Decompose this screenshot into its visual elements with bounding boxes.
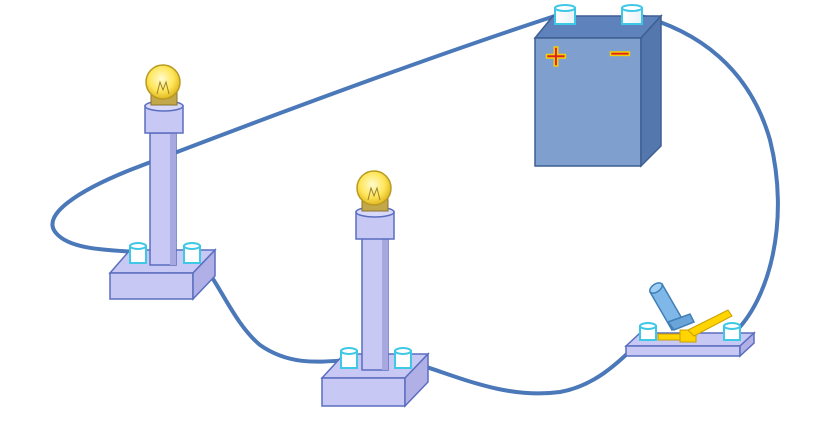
battery xyxy=(533,14,663,168)
bulb-holder-1 xyxy=(108,100,217,301)
battery-minus-symbol: − xyxy=(607,36,632,71)
battery-front xyxy=(534,37,642,167)
battery-positive-terminal xyxy=(554,4,576,25)
bulb1-glass xyxy=(145,64,181,100)
bulb-1 xyxy=(145,64,181,106)
holder1-base-side xyxy=(192,248,216,301)
battery-plus-symbol: + xyxy=(543,39,568,74)
bulb2-glass xyxy=(356,170,392,206)
wire-battery-to-bulb1 xyxy=(50,12,563,254)
holder2-base-side xyxy=(404,352,429,408)
wire-switch-to-battery xyxy=(631,12,780,336)
bulb-2 xyxy=(356,170,392,212)
switch-base-side xyxy=(739,331,755,358)
bulb2-terminals xyxy=(340,347,412,369)
bulb2-terminal-right xyxy=(394,347,412,369)
bulb1-terminal-right xyxy=(183,242,201,264)
bulb-holder-2 xyxy=(320,206,430,408)
switch-terminal-left xyxy=(639,322,657,341)
battery-negative-terminal xyxy=(621,4,643,25)
bulb1-terminals xyxy=(129,242,201,264)
holder1-socket xyxy=(144,105,184,134)
switch-lever xyxy=(687,309,733,337)
bulb2-terminal-left xyxy=(340,347,358,369)
switch-terminal-right xyxy=(723,322,741,341)
bulb1-terminal-left xyxy=(129,242,147,264)
switch-base-front xyxy=(625,345,741,357)
battery-side xyxy=(640,14,662,168)
holder1-base-front xyxy=(109,272,194,300)
switch-handle xyxy=(648,282,696,332)
switch-contacts xyxy=(657,309,733,343)
wire-bulb2-to-switch xyxy=(401,334,648,396)
holder2-base-front xyxy=(321,377,406,407)
